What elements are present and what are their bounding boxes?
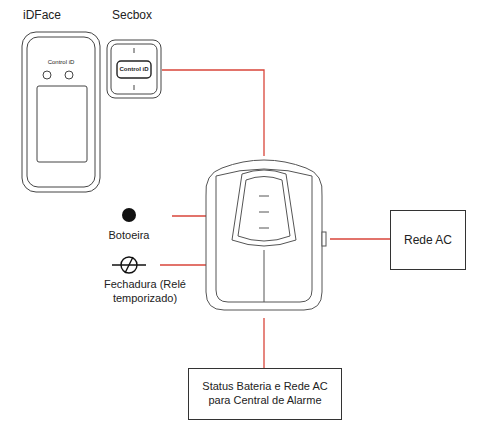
node-text: Fechadura (Relé temporizado) xyxy=(86,278,204,306)
symbol-label: Fechadura (Relé temporizado) xyxy=(86,278,204,306)
source-box: Rede AC xyxy=(390,210,466,270)
wires xyxy=(160,70,390,368)
output-box: Status Bateria e Rede AC para Central de… xyxy=(188,368,342,420)
idface-device xyxy=(22,32,100,192)
symbol-label: Botoeira xyxy=(98,229,160,243)
lock-symbol xyxy=(112,257,146,273)
node-text: Rede AC xyxy=(404,233,452,248)
brand-label: Control iD xyxy=(48,59,75,65)
node-text: iDFace xyxy=(18,8,66,23)
node-text: Secbox xyxy=(108,8,156,23)
power-unit xyxy=(206,160,326,310)
device-label: iDFace xyxy=(18,8,66,23)
node-text: Status Bateria e Rede AC para Central de… xyxy=(195,380,335,408)
brand-label: Control iD xyxy=(120,66,149,72)
button-symbol xyxy=(122,208,136,222)
secbox-device xyxy=(107,40,161,98)
node-text: Botoeira xyxy=(98,229,160,243)
device-label: Secbox xyxy=(108,8,156,23)
